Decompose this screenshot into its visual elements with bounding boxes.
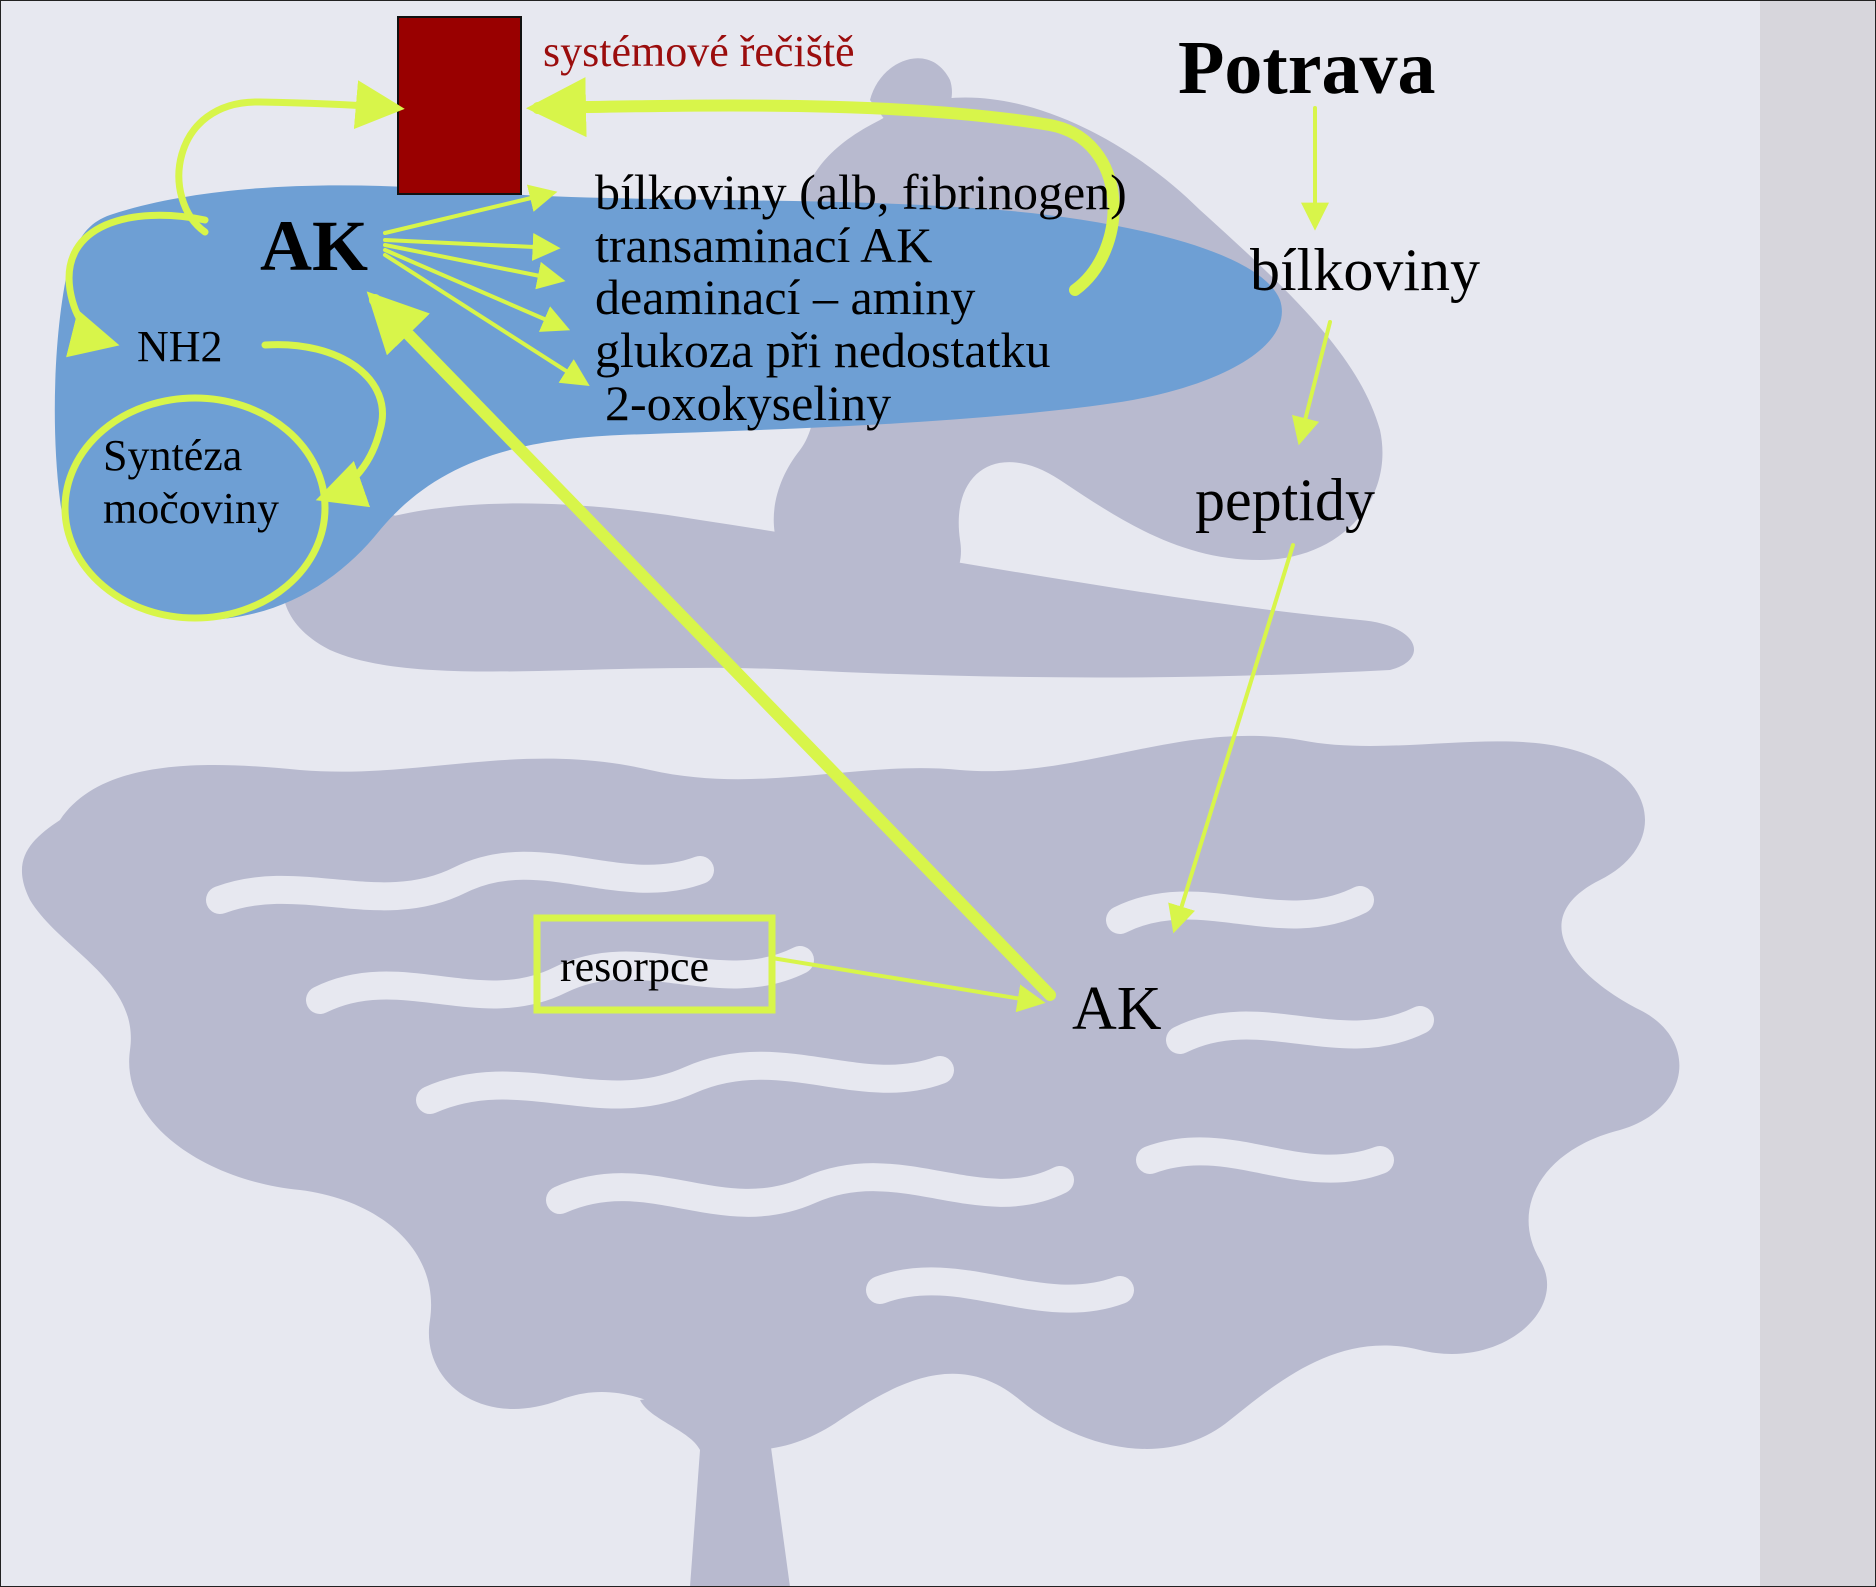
urea-synthesis-line1: Syntéza	[103, 431, 243, 480]
peptides-label: peptidy	[1195, 467, 1375, 533]
arrow-nh2-to-urea	[261, 341, 386, 508]
arrow-ak-to-function-0	[383, 184, 558, 235]
background-page-edge	[1760, 0, 1876, 1587]
arrow-intestine-ak-to-liver-ak	[366, 291, 1056, 1001]
arrow-peptidy-to-ak	[1168, 543, 1295, 934]
arrow-ak-to-systemic	[175, 80, 405, 236]
function-glucose-label: glukoza při nedostatku	[595, 322, 1051, 378]
arrow-ak-to-function-3	[383, 248, 571, 332]
function-deamination-label: deaminací – aminy	[595, 269, 976, 325]
function-transamination-label: transaminací AK	[595, 217, 933, 273]
intestine-amino-acids-label: AK	[1072, 975, 1162, 1043]
arrow-deamination-to-systemic	[526, 77, 1120, 296]
arrow-ak-to-function-4	[383, 253, 590, 387]
food-label: Potrava	[1178, 26, 1436, 110]
liver-amino-acids-label: AK	[260, 206, 368, 286]
arrows	[65, 77, 1332, 1013]
urea-synthesis-ellipse	[61, 394, 329, 622]
liver-shape	[54, 185, 1282, 620]
resorption-box	[533, 914, 776, 1014]
arrow-ak-to-function-1	[383, 232, 561, 261]
resorption-label: resorpce	[560, 942, 710, 991]
intestine-folds	[206, 851, 1434, 1313]
function-oxoacids-label: 2-oxokyseliny	[605, 375, 892, 431]
arrow-ak-to-function-2	[383, 243, 566, 290]
urea-synthesis-label: Syntéza močoviny	[103, 430, 279, 536]
systemic-circulation-label: systémové řečiště	[543, 27, 855, 76]
arrow-ak-to-nh2	[65, 211, 209, 358]
proteins-label: bílkoviny	[1250, 237, 1481, 303]
function-proteins-label: bílkoviny (alb, fibrinogen)	[595, 164, 1127, 220]
amino-group-label: NH2	[137, 322, 223, 371]
arrow-resorpce-to-ak	[770, 956, 1046, 1013]
arrow-bilkoviny-to-peptidy	[1291, 320, 1332, 446]
urea-synthesis-line2: močoviny	[103, 483, 279, 533]
systemic-circulation-box	[397, 16, 522, 195]
